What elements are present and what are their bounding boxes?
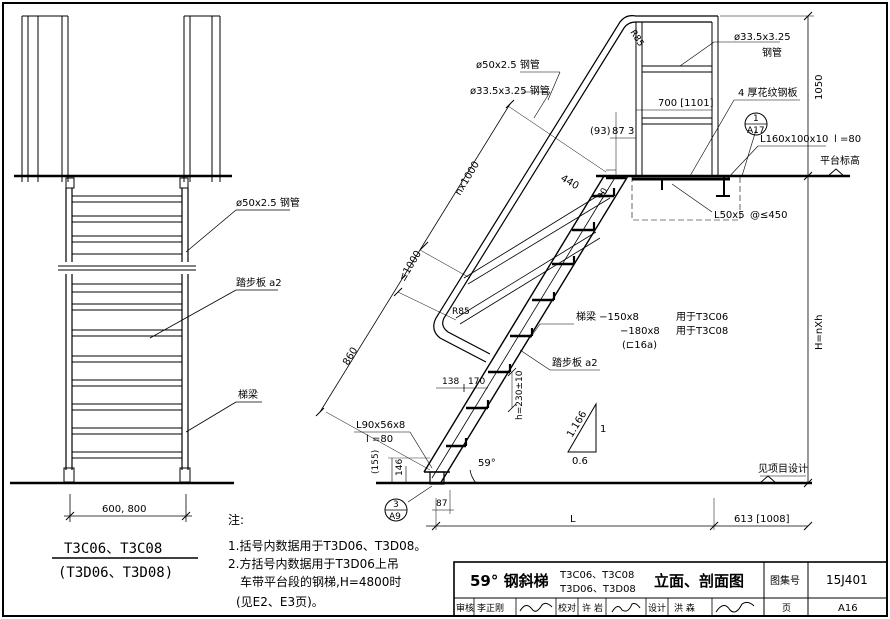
atlas-label: 图集号 <box>770 574 800 587</box>
dim-146: 146 <box>395 459 405 476</box>
l80-top: l =80 <box>834 134 861 145</box>
design-label: 设计 <box>648 602 666 614</box>
pipe-33-label: ø33.5x3.25 钢管 <box>470 84 550 97</box>
side-section <box>315 11 850 531</box>
dim-170: 170 <box>468 377 485 387</box>
title-codes-2: T3D06、T3D08 <box>559 584 636 595</box>
title-prefix: 59° 钢斜梯 <box>470 572 549 590</box>
angle-59: 59° <box>478 458 496 469</box>
reviewer-name: 李正刚 <box>477 602 504 614</box>
page-label: 页 <box>782 603 791 614</box>
model-alt: (T3D06、T3D08) <box>58 565 173 581</box>
beam-note-2: 用于T3C08 <box>676 326 728 337</box>
beam-label-1: 梯梁 −150x8 <box>576 310 639 323</box>
pipe-50-label: ø50x2.5 钢管 <box>476 58 540 71</box>
front-elevation <box>10 15 290 559</box>
atlas-number: 15J401 <box>826 573 868 587</box>
review-label: 审核 <box>456 602 474 614</box>
dim-700: 700 [1101] <box>658 98 714 109</box>
tread-label-right: 踏步板 a2 <box>552 356 598 369</box>
radius-mid: R85 <box>452 307 470 317</box>
beam-label-3: (⊏16a) <box>622 340 657 351</box>
title-block <box>453 561 888 617</box>
model-main: T3C06、T3C08 <box>64 541 162 557</box>
slope-1: 1 <box>600 424 606 435</box>
angle-l50: L50x5 <box>714 210 745 221</box>
l80-bottom: l =80 <box>366 434 393 445</box>
dim-87: 87 <box>612 126 625 137</box>
note-line-2: 2.方括号内数据用于T3D06上吊 <box>228 556 399 571</box>
page-number: A16 <box>838 603 858 614</box>
dim-1050: 1050 <box>814 75 825 100</box>
platform-label: 平台标高 <box>820 154 860 167</box>
dim-L: L <box>570 514 576 525</box>
dim-H: H=nXh <box>814 315 825 350</box>
checker-name: 许 岩 <box>582 602 603 614</box>
ref-a17-top: 1 <box>753 114 759 124</box>
ref-a17-bottom: A17 <box>747 126 765 136</box>
dim-93: (93) <box>590 126 611 137</box>
angle-l90: L90x56x8 <box>356 420 405 431</box>
check-label: 校对 <box>558 602 576 614</box>
designer-name: 洪 森 <box>674 602 695 614</box>
dim-87-bottom: 87 <box>436 499 447 509</box>
left-tread-label: 踏步板 a2 <box>236 276 282 289</box>
title-codes-1: T3C06、T3C08 <box>559 570 634 581</box>
note-line-4: (见E2、E3页)。 <box>236 595 324 609</box>
angle-l160: L160x100x10 <box>760 134 828 145</box>
note-line-1: 1.括号内数据用于T3D06、T3D08。 <box>228 538 426 553</box>
width-dimension: 600, 800 <box>102 504 147 515</box>
left-pipe-label: ø50x2.5 钢管 <box>236 196 300 209</box>
slope-06: 0.6 <box>572 456 588 467</box>
checker-signature <box>611 603 641 613</box>
plate-label: 4 厚花纹钢板 <box>738 86 798 99</box>
beam-label-2: −180x8 <box>620 326 660 337</box>
notes-title: 注: <box>228 512 244 527</box>
beam-note-1: 用于T3C06 <box>676 312 728 323</box>
dim-138: 138 <box>442 377 459 387</box>
h-230: h=230±10 <box>515 370 525 420</box>
dim-613: 613 [1008] <box>734 514 790 525</box>
reviewer-signature <box>519 602 553 612</box>
project-design-label: 见项目设计 <box>758 462 808 475</box>
designer-signature <box>715 601 755 613</box>
ref-a9-top: 3 <box>393 500 399 510</box>
pipe-top-sub: 钢管 <box>762 46 782 59</box>
pipe-top-label: ø33.5x3.25 <box>734 32 791 43</box>
dim-3: 3 <box>628 126 634 137</box>
ref-a9-bottom: A9 <box>389 512 401 522</box>
dim-155: (155) <box>371 450 381 474</box>
left-beam-label: 梯梁 <box>238 388 258 401</box>
title-suffix: 立面、剖面图 <box>654 572 744 590</box>
spacing-450: @≤450 <box>750 210 787 221</box>
note-line-3: 车带平台段的钢梯,H=4800时 <box>240 574 401 589</box>
